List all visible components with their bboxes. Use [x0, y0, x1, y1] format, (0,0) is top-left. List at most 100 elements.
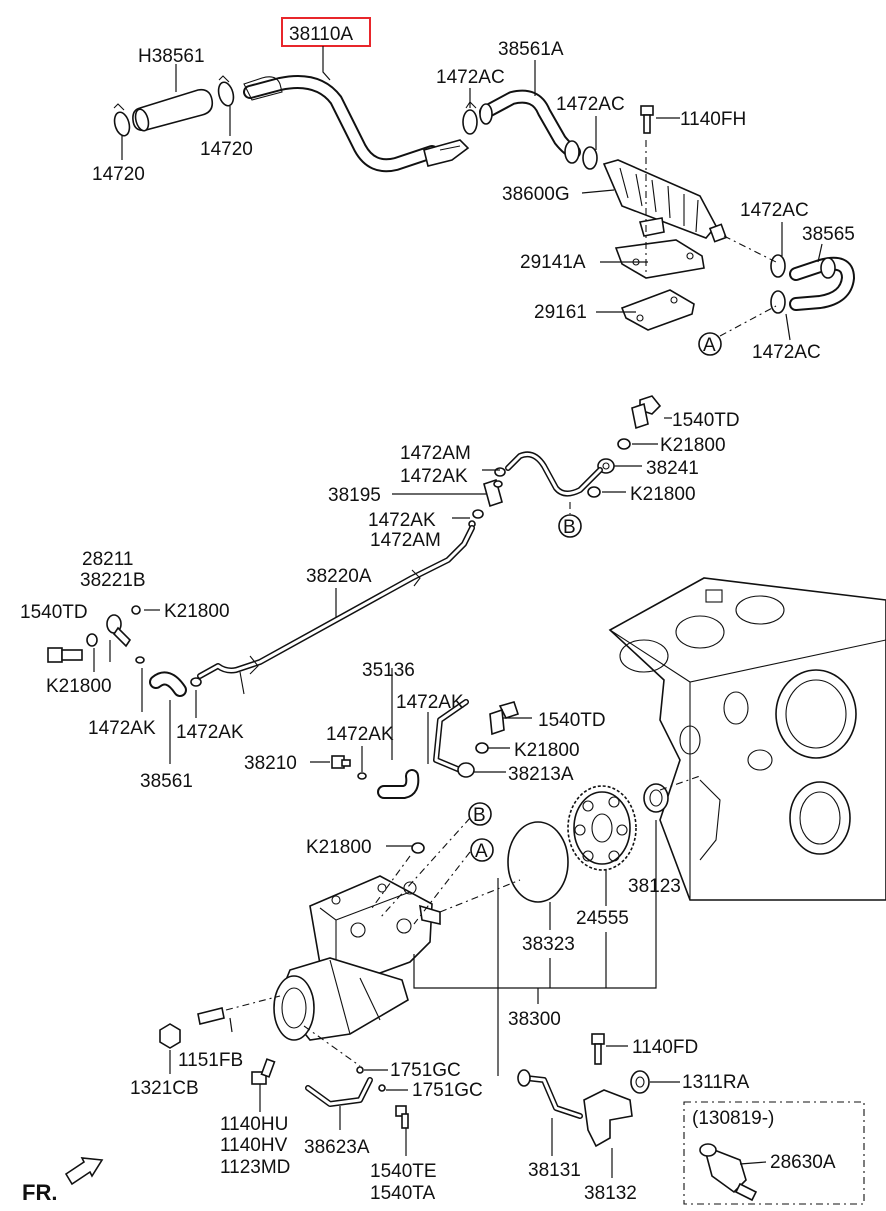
label-38221b[interactable]: 38221B — [80, 570, 146, 591]
bolt-1140fd[interactable] — [591, 1033, 605, 1065]
sensor-28630a[interactable] — [699, 1143, 758, 1202]
washer-k21800-5[interactable] — [475, 742, 489, 754]
washer-k21800-4[interactable] — [86, 633, 98, 647]
label-38220a[interactable]: 38220A — [306, 566, 372, 587]
label-1311ra[interactable]: 1311RA — [682, 1072, 750, 1093]
label-38210[interactable]: 38210 — [244, 753, 297, 774]
clamp-1472ac-2[interactable] — [564, 140, 598, 170]
label-1472am[interactable]: 1472AM — [370, 530, 441, 551]
label-1472ak[interactable]: 1472AK — [396, 692, 464, 713]
label-1472ak[interactable]: 1472AK — [368, 510, 436, 531]
washer-k21800[interactable] — [617, 438, 631, 450]
label-38561a[interactable]: 38561A — [498, 39, 564, 60]
label-k21800[interactable]: K21800 — [306, 837, 372, 858]
label-1140fd[interactable]: 1140FD — [632, 1037, 698, 1058]
label-1140fh[interactable]: 1140FH — [680, 109, 746, 130]
label-29141a[interactable]: 29141A — [520, 252, 586, 273]
label-1472ak[interactable]: 1472AK — [400, 466, 468, 487]
label-1472ac[interactable]: 1472AC — [436, 67, 505, 88]
oring-1751gc-2[interactable] — [378, 1084, 386, 1092]
gear-24555[interactable] — [567, 785, 637, 871]
label-1472ac[interactable]: 1472AC — [752, 342, 821, 363]
label-1540td[interactable]: 1540TD — [20, 602, 88, 623]
label-28630a[interactable]: 28630A — [770, 1152, 836, 1173]
washer-k21800-3[interactable] — [131, 605, 141, 615]
label-1751gc[interactable]: 1751GC — [390, 1060, 461, 1081]
label-28211[interactable]: 28211 — [82, 549, 133, 570]
bolt-1540td-left[interactable] — [47, 647, 83, 663]
label-38323[interactable]: 38323 — [522, 934, 575, 955]
label-1751gc[interactable]: 1751GC — [412, 1080, 483, 1101]
label-24555[interactable]: 24555 — [576, 908, 629, 929]
label-1540td[interactable]: 1540TD — [672, 410, 740, 431]
label-1123md[interactable]: 1123MD — [220, 1157, 290, 1178]
hose-38561[interactable] — [149, 671, 187, 697]
label-1472ac[interactable]: 1472AC — [740, 200, 809, 221]
label-29161[interactable]: 29161 — [534, 302, 587, 323]
compressor-38300[interactable] — [273, 875, 441, 1041]
label-k21800[interactable]: K21800 — [514, 740, 580, 761]
label-14720[interactable]: 14720 — [200, 139, 253, 160]
stud-1151fb[interactable] — [197, 1007, 225, 1025]
bracket-38132[interactable] — [583, 1089, 633, 1148]
oring-1751gc[interactable] — [356, 1066, 364, 1074]
pipe-38623a[interactable] — [305, 1077, 373, 1107]
clip-1472ak[interactable] — [357, 772, 367, 780]
label-38561[interactable]: 38561 — [140, 771, 193, 792]
bolt-1140hu[interactable] — [251, 1058, 276, 1085]
bolt-1140fh[interactable] — [640, 105, 654, 134]
label-1151fb[interactable]: 1151FB — [178, 1050, 243, 1071]
hose-35136[interactable] — [377, 769, 420, 799]
eye-28211[interactable] — [106, 614, 132, 648]
label-1472ak[interactable]: 1472AK — [176, 722, 244, 743]
label-38300[interactable]: 38300 — [508, 1009, 561, 1030]
label-1321cb[interactable]: 1321CB — [130, 1078, 199, 1099]
label-k21800[interactable]: K21800 — [630, 484, 696, 505]
gasket-38323[interactable] — [507, 821, 569, 903]
label-38623a[interactable]: 38623A — [304, 1137, 370, 1158]
gasket-29141a[interactable] — [614, 239, 705, 279]
bushing-38123[interactable] — [643, 783, 669, 813]
plate-29161[interactable] — [620, 289, 695, 331]
label-38241[interactable]: 38241 — [646, 458, 699, 479]
pipe-38131[interactable] — [517, 1069, 583, 1119]
label-38131[interactable]: 38131 — [528, 1160, 581, 1181]
clamp-1472ac-4[interactable] — [770, 290, 786, 314]
label-1472ak[interactable]: 1472AK — [326, 724, 394, 745]
collar-1311ra[interactable] — [630, 1070, 650, 1094]
fitting-38210[interactable] — [331, 755, 351, 769]
label-1140hv[interactable]: 1140HV — [220, 1135, 288, 1156]
washer-k21800-6[interactable] — [411, 842, 425, 854]
bolt-1540td-top[interactable] — [631, 395, 662, 430]
label-1472ac[interactable]: 1472AC — [556, 94, 625, 115]
label-h38561[interactable]: H38561 — [138, 46, 205, 67]
clamp-1472ac-3[interactable] — [770, 254, 786, 278]
elbow-38565[interactable] — [789, 256, 855, 311]
bolt-1540td-mid[interactable] — [489, 701, 520, 736]
label-k21800[interactable]: K21800 — [46, 676, 112, 697]
clamp-14720-right[interactable] — [216, 75, 236, 107]
label-38600g[interactable]: 38600G — [502, 184, 570, 205]
pipe-38110a[interactable] — [243, 75, 470, 173]
label-k21800[interactable]: K21800 — [164, 601, 230, 622]
label-1540ta[interactable]: 1540TA — [370, 1183, 435, 1204]
label-k21800[interactable]: K21800 — [660, 435, 726, 456]
label-38565[interactable]: 38565 — [802, 224, 855, 245]
label-38123[interactable]: 38123 — [628, 876, 681, 897]
label-1140hu[interactable]: 1140HU — [220, 1114, 288, 1135]
label-1540td[interactable]: 1540TD — [538, 710, 606, 731]
label-38132[interactable]: 38132 — [584, 1183, 637, 1204]
label-1472am[interactable]: 1472AM — [400, 443, 471, 464]
pipe-38220a[interactable] — [190, 525, 475, 695]
label-35136[interactable]: 35136 — [362, 660, 415, 681]
nut-1321cb[interactable] — [159, 1023, 181, 1049]
hose-38195[interactable] — [468, 467, 506, 528]
tube-upper[interactable] — [505, 451, 603, 497]
hose-h38561[interactable] — [132, 88, 214, 132]
clamp-14720-left[interactable] — [112, 103, 132, 137]
label-14720[interactable]: 14720 — [92, 164, 145, 185]
label-1540te[interactable]: 1540TE — [370, 1161, 437, 1182]
clamp-1472ac-1[interactable] — [462, 101, 478, 135]
pipe-38213a[interactable] — [433, 699, 475, 778]
label-38213a[interactable]: 38213A — [508, 764, 574, 785]
